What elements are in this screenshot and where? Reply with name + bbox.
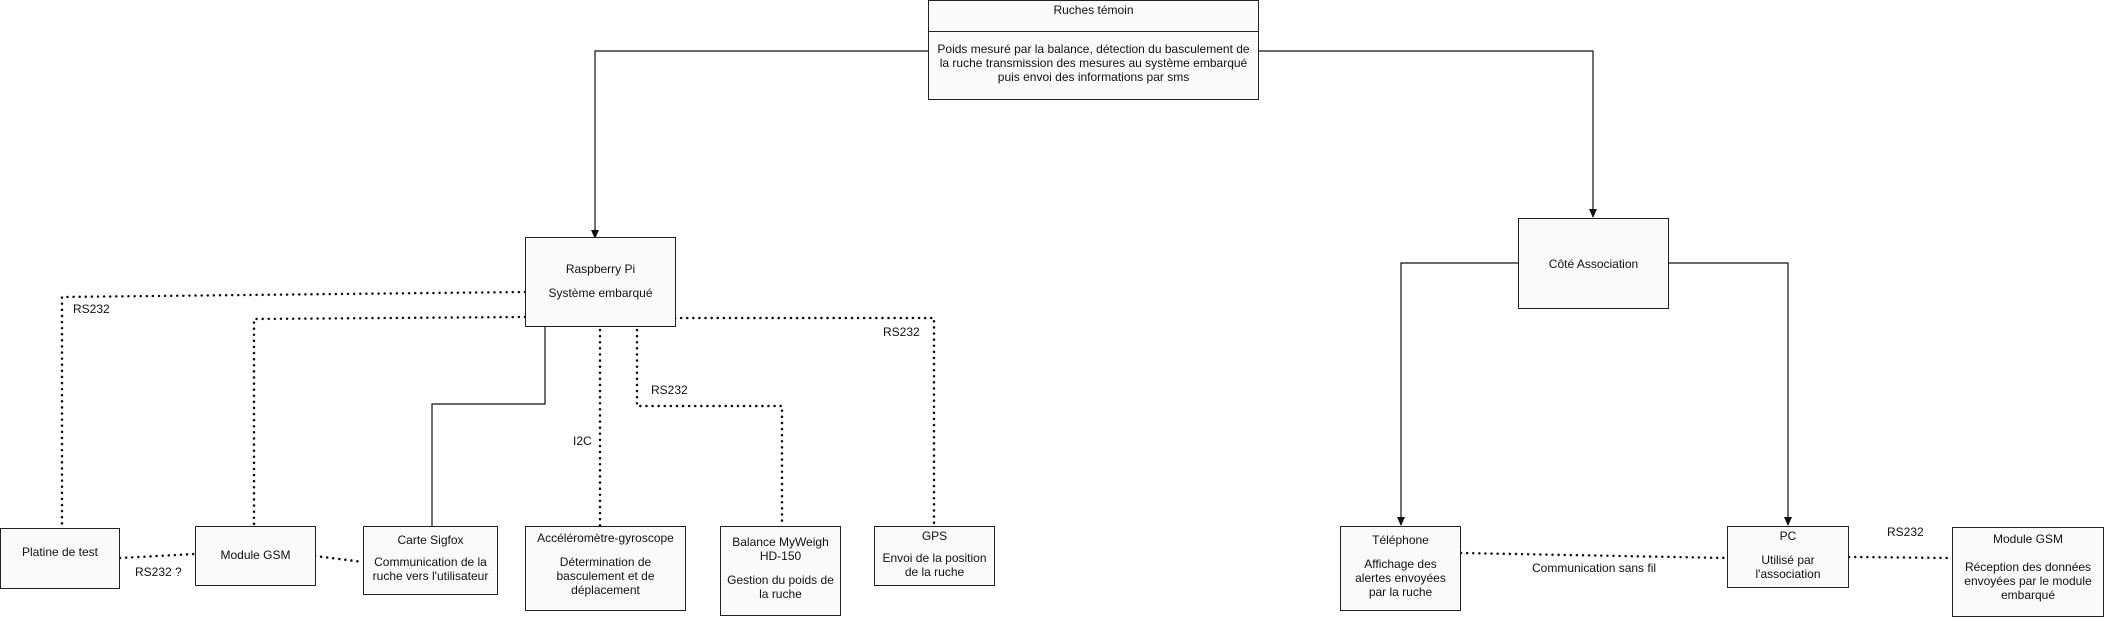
node-accel-desc: Détermination de basculement et de dépla… — [556, 555, 655, 597]
node-telephone-desc: Affichage des alertes envoyées par la ru… — [1355, 557, 1446, 599]
node-gsm-right-desc: Réception des données envoyées par le mo… — [1964, 560, 2092, 602]
edge-label-wireless: Communication sans fil — [1532, 561, 1657, 575]
node-accelerometre-gyroscope: Accéléromètre-gyroscope Détermination de… — [525, 526, 686, 611]
edge-raspberry-platine — [60, 290, 527, 530]
edge-telephone-pc — [1459, 551, 1729, 560]
node-raspberry-pi: Raspberry Pi Système embarqué — [525, 237, 676, 327]
edge-label-rs232-gps: RS232 — [883, 325, 920, 339]
edge-raspberry-gps — [673, 316, 936, 528]
node-gsm-left-title: Module GSM — [220, 548, 291, 562]
node-raspberry-title: Raspberry Pi — [565, 262, 636, 276]
edge-association-pc — [1668, 262, 1792, 526]
edge-raspberry-balance — [635, 328, 784, 528]
node-cote-association: Côté Association — [1518, 218, 1669, 309]
edge-ruches-association — [1258, 50, 1597, 218]
node-telephone: Téléphone Affichage des alertes envoyées… — [1340, 526, 1461, 611]
node-ruches-temoin: Ruches témoin Poids mesuré par la balanc… — [928, 0, 1259, 100]
edge-association-telephone — [1397, 262, 1518, 526]
node-gps: GPS Envoi de la position de la ruche — [874, 526, 995, 586]
edge-label-rs232-platine: RS232 — [73, 302, 110, 316]
edge-gsm-sigfox — [313, 554, 365, 564]
edge-label-i2c: I2C — [573, 434, 592, 448]
node-pc-title: PC — [1779, 529, 1797, 543]
node-gps-title: GPS — [921, 529, 948, 543]
node-balance-desc: Gestion du poids de la ruche — [727, 573, 834, 601]
node-accel-title: Accéléromètre-gyroscope — [537, 531, 674, 545]
node-carte-sigfox: Carte Sigfox Communication de la ruche v… — [363, 526, 498, 595]
edge-ruches-raspberry — [591, 50, 928, 239]
node-sigfox-desc: Communication de la ruche vers l'utilisa… — [372, 555, 489, 583]
edge-raspberry-sigfox — [431, 326, 546, 527]
edge-platine-gsm — [118, 552, 197, 560]
edge-label-rs232-balance: RS232 — [651, 383, 688, 397]
node-ruches-title: Ruches témoin — [1053, 3, 1134, 17]
node-association-title: Côté Association — [1548, 256, 1639, 271]
node-balance-title: Balance MyWeigh HD-150 — [732, 535, 829, 563]
node-ruches-desc: Poids mesuré par la balance, détection d… — [937, 42, 1250, 84]
node-raspberry-desc: Système embarqué — [548, 286, 653, 300]
node-balance-myweigh: Balance MyWeigh HD-150 Gestion du poids … — [720, 526, 841, 616]
node-pc: PC Utilisé par l'association — [1727, 526, 1849, 588]
node-pc-desc: Utilisé par l'association — [1755, 553, 1821, 581]
node-gsm-right-title: Module GSM — [1992, 532, 2064, 546]
node-module-gsm-left: Module GSM — [195, 526, 316, 586]
edge-label-rs232-pc: RS232 — [1887, 525, 1924, 539]
node-platine-de-test: Platine de test — [0, 528, 120, 589]
node-ruches-divider — [929, 19, 1258, 32]
edge-pc-gsm — [1847, 555, 1954, 560]
edge-raspberry-gsm — [252, 315, 527, 528]
node-telephone-title: Téléphone — [1372, 533, 1429, 547]
edge-label-rs232-gsm: RS232 ? — [135, 565, 182, 579]
node-gps-desc: Envoi de la position de la ruche — [882, 551, 987, 579]
node-platine-title: Platine de test — [21, 545, 99, 559]
node-module-gsm-right: Module GSM Réception des données envoyée… — [1952, 527, 2104, 617]
node-sigfox-title: Carte Sigfox — [397, 533, 464, 547]
